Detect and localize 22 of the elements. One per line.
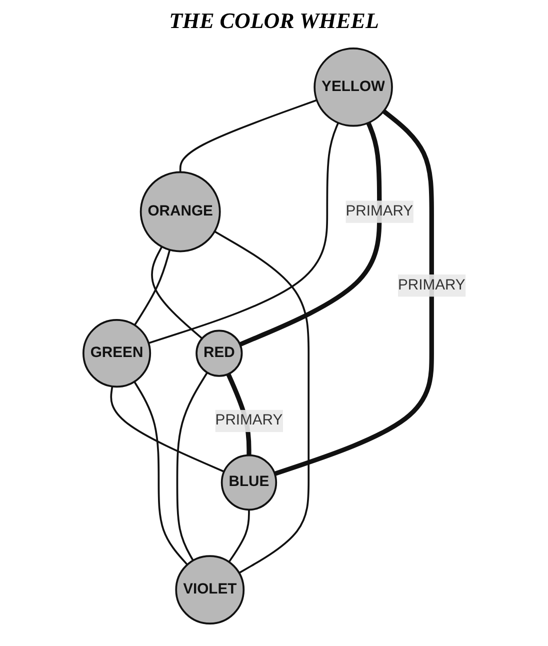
color-wheel-graph: PRIMARY PRIMARY PRIMARY YELLOW ORANGE GREEN RED BLUE VIOLET — [76, 41, 472, 631]
connector — [238, 122, 382, 347]
connector — [176, 372, 208, 561]
node-circle — [220, 454, 277, 511]
diagram-title: THE COLOR WHEEL — [168, 8, 380, 34]
node-circle — [174, 555, 244, 624]
node-circle — [313, 48, 393, 127]
node-circle — [195, 330, 242, 377]
connector — [228, 510, 250, 562]
connector — [148, 122, 339, 344]
connector — [214, 230, 310, 574]
connector — [150, 246, 202, 340]
connector — [133, 381, 188, 566]
connector — [110, 386, 224, 472]
connector — [179, 99, 317, 172]
node-circle — [82, 319, 151, 388]
edge-label: PRIMARY — [214, 412, 282, 428]
connector — [274, 109, 434, 476]
edge-label: PRIMARY — [345, 203, 413, 220]
edge-label: PRIMARY — [398, 277, 465, 294]
connector — [134, 250, 170, 326]
node-circle — [140, 171, 220, 252]
